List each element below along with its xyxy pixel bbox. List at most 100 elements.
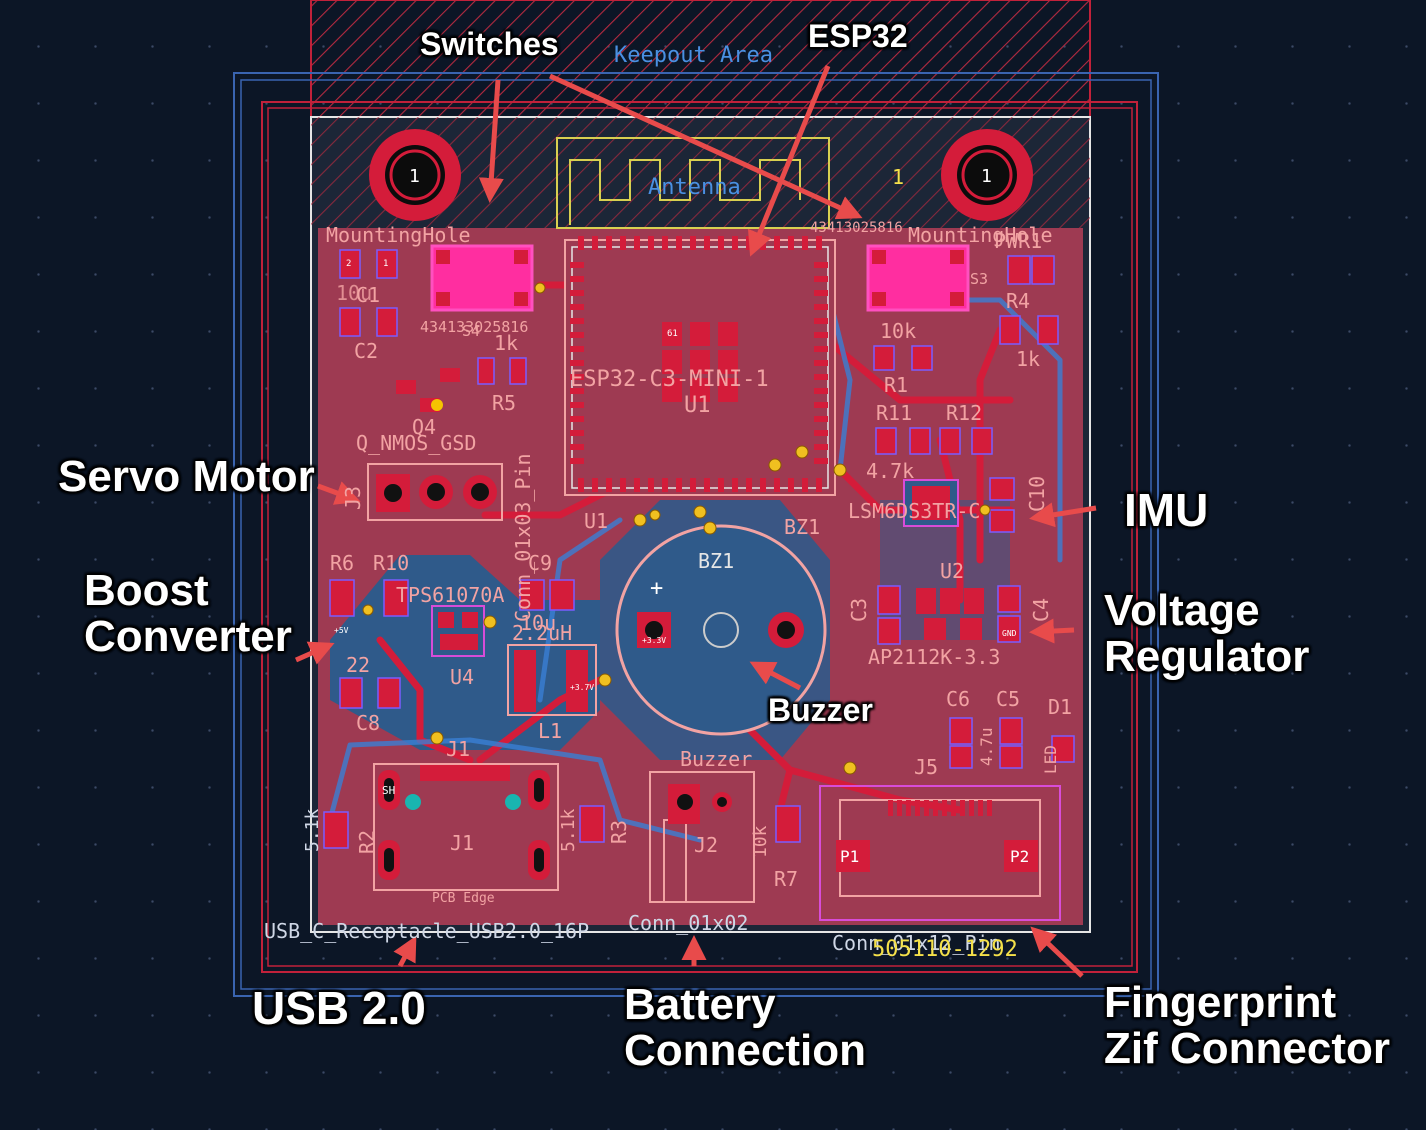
q4-ref: Q4 — [412, 415, 436, 439]
gnd-pad-number: 61 — [667, 329, 678, 339]
r5-ref: R5 — [492, 391, 516, 415]
tps-label: TPS61070A — [396, 583, 504, 607]
u2-ref: U2 — [940, 559, 964, 583]
j1-ref: J1 — [446, 737, 470, 761]
c6-ref: C6 — [946, 687, 970, 711]
inductor-value: 2.2uH — [512, 621, 572, 645]
usb-c-receptacle-j1 — [373, 763, 559, 891]
v5-pad-label: +5V — [334, 626, 349, 635]
r1-value: 10k — [880, 319, 916, 343]
r1-ref: R1 — [884, 373, 908, 397]
antenna-label: Antenna — [648, 175, 741, 200]
q-nmos-label: Q_NMOS_GSD — [356, 431, 476, 455]
mounting-hole-left-label: MountingHole — [326, 223, 471, 247]
mounting-hole-left — [369, 129, 461, 221]
conn-01x03-label: Conn_01x03_Pin — [511, 453, 535, 622]
bz1-ref-inner: BZ1 — [698, 549, 734, 573]
zif-conn-label: Conn_01x12_Pin — [832, 931, 1001, 955]
switch-s3-ref: S3 — [970, 270, 988, 288]
c1-ref: C1 — [356, 283, 380, 307]
zif-pad-p2: P2 — [1010, 847, 1029, 866]
u1-ref-bottom: U1 — [584, 509, 608, 533]
switch-s4-footprint — [430, 244, 534, 312]
switches-annotation: Switches — [420, 26, 559, 62]
c-47u-value: 4.7u — [977, 727, 996, 766]
mounting-hole-right — [941, 129, 1033, 221]
r11-ref: R11 — [876, 401, 912, 425]
usb-receptacle-label: USB_C_Receptacle_USB2.0_16P — [264, 919, 589, 943]
voltage-line-2: Regulator — [1104, 632, 1310, 682]
battery-connector-j2 — [649, 771, 755, 903]
r5-value: 1k — [494, 331, 518, 355]
switch-s4-ref: S4 — [462, 322, 480, 340]
d1-ref: D1 — [1048, 695, 1072, 719]
boost-line-1: Boost — [84, 566, 209, 615]
switch-left-part: 434133025816 — [420, 318, 528, 336]
u4-ref: U4 — [450, 665, 474, 689]
r-47k-value: 4.7k — [866, 459, 914, 483]
fab-outline-inner — [267, 107, 1133, 967]
esp-part-number: 43413025816 — [810, 220, 903, 236]
j2-ref-inner: J2 — [694, 833, 718, 857]
pad-number-1: 1 — [383, 259, 388, 269]
zif-part-number: 505110-1292 — [872, 937, 1018, 962]
c1-value: 10u — [336, 281, 372, 305]
battery-connection-annotation: Battery Connection — [624, 981, 866, 1076]
hole-left-pad-number: 1 — [409, 166, 420, 187]
c9-ref: C9 — [528, 551, 552, 575]
ap2112-label: AP2112K-3.3 — [868, 645, 1000, 669]
c3-ref: C3 — [847, 598, 871, 622]
voltage-line-1: Voltage — [1104, 586, 1260, 635]
pin-one-marker: 1 — [892, 165, 904, 189]
c9-value: 10u — [520, 611, 556, 635]
r3-ref: R3 — [607, 820, 631, 844]
r12-ref: R12 — [946, 401, 982, 425]
servo-motor-annotation: Servo Motor — [58, 452, 315, 501]
r22-value: 22 — [346, 653, 370, 677]
r2-ref: R2 — [355, 830, 379, 854]
q4-footprint — [396, 368, 460, 412]
r2-value: 5.1k — [302, 808, 323, 852]
j3-ref: J3 — [341, 486, 365, 510]
conn-01x02-label: Conn_01x02 — [628, 911, 748, 935]
voltage-regulator-annotation: Voltage Regulator — [1104, 586, 1310, 682]
usb-annotation: USB 2.0 — [252, 982, 426, 1034]
svg-text:+: + — [650, 576, 663, 601]
imu-lsm6ds3-footprint — [903, 479, 959, 527]
fab-outline-outer — [261, 101, 1138, 973]
courtyard-outline-inner — [240, 79, 1152, 990]
l1-ref: L1 — [538, 719, 562, 743]
battery-line-2: Connection — [624, 1026, 866, 1076]
passive-footprints — [323, 249, 1075, 849]
buzzer-annotation: Buzzer — [768, 692, 873, 728]
buzzer-value: Buzzer — [680, 747, 752, 771]
fingerprint-line-1: Fingerprint — [1104, 978, 1337, 1027]
fingerprint-zif-annotation: Fingerprint Zif Connector — [1104, 978, 1390, 1074]
servo-connector-j3 — [367, 463, 503, 521]
v33-pad-label: +3.3V — [642, 636, 666, 645]
zif-connector-j5 — [819, 785, 1061, 921]
r7-value: 10k — [750, 825, 771, 858]
c5-ref: C5 — [996, 687, 1020, 711]
lsm-label: LSM6DS3TR-C — [848, 499, 980, 523]
fingerprint-line-2: Zif Connector — [1104, 1024, 1390, 1074]
r4-ref: R4 — [1006, 289, 1030, 313]
switch-s3-footprint — [866, 244, 970, 312]
j1-ref-inner: J1 — [450, 831, 474, 855]
esp32-module-footprint — [564, 236, 836, 496]
pad-number-2: 2 — [346, 259, 351, 269]
r4-value: 1k — [1016, 347, 1040, 371]
r3-value: 5.1k — [558, 808, 579, 852]
r6-ref: R6 — [330, 551, 354, 575]
keepout-label: Keepout Area — [614, 43, 773, 68]
imu-annotation: IMU — [1124, 484, 1209, 536]
esp32-module-label: ESP32-C3-MINI-1 — [570, 367, 769, 392]
r10-ref: R10 — [373, 551, 409, 575]
j5-ref: J5 — [914, 755, 938, 779]
boost-converter-annotation: Boost Converter — [84, 566, 292, 660]
u1-label: U1 — [684, 393, 711, 418]
u2-ap2112k-footprint — [916, 588, 984, 640]
pwr1-ref: PWR1 — [994, 229, 1042, 253]
v37-pad-label: +3.7V — [570, 683, 594, 692]
